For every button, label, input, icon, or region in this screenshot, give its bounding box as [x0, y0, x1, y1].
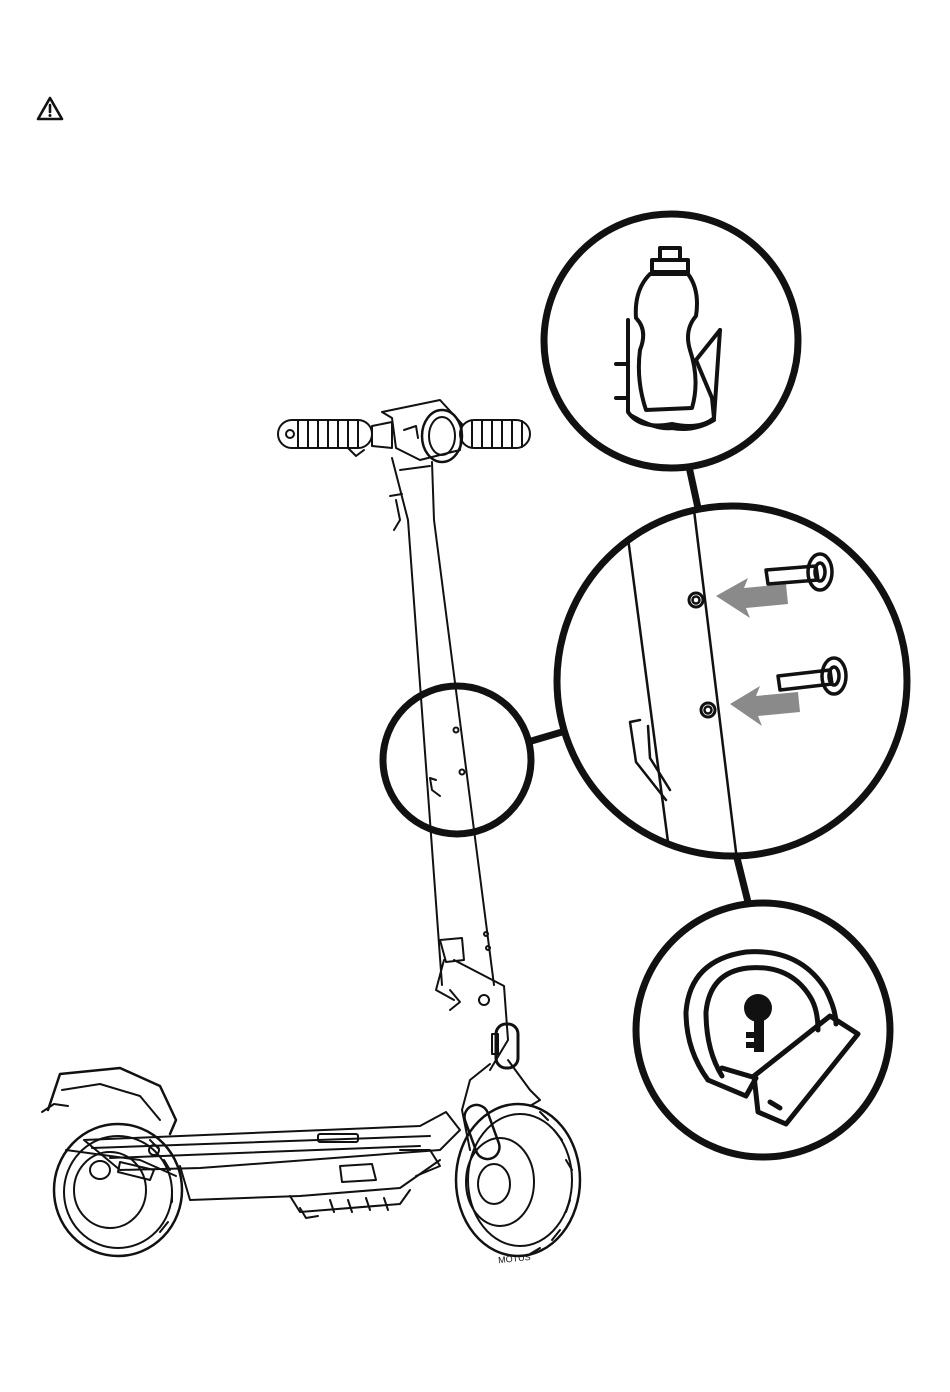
right-grip [460, 420, 530, 448]
lock-callout [636, 903, 890, 1157]
stem-zoom-circle [383, 686, 531, 834]
bottle-callout [544, 214, 798, 468]
left-grip [278, 420, 372, 448]
bolts-callout [557, 506, 907, 856]
tire-text: MOTUS [498, 1252, 531, 1265]
scooter: MOTUS [42, 400, 580, 1265]
